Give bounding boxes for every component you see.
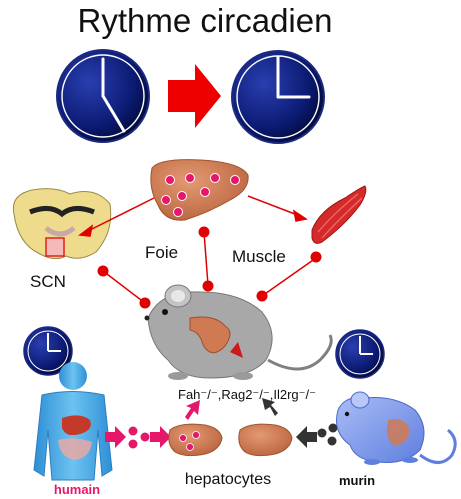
muscle-icon [311,185,367,244]
clock-icon [23,326,73,376]
connector-lines [78,195,317,304]
red-dots [97,226,322,309]
human-label: humain [54,482,100,497]
mouse-icon [336,391,457,465]
human-arrows [105,400,200,449]
liver-label: Foie [145,243,178,262]
brain-icon [12,188,112,260]
murine-label: murin [339,473,375,488]
mouse-icon [144,284,333,380]
liver-icon [150,159,249,221]
diagram-title: Rythme circadien [78,2,333,39]
clock-icon [231,50,325,144]
genotype-label: Fah⁻/⁻,Rag2⁻/⁻,Il2rg⁻/⁻ [178,387,316,402]
clock-icon [335,329,385,379]
human-body-icon [33,362,113,481]
liver-icon [238,423,293,457]
scn-label: SCN [30,272,66,291]
clock-icon [56,49,150,143]
big-red-arrow-icon [168,64,221,128]
liver-icon [168,423,223,457]
muscle-label: Muscle [232,247,286,266]
hepatocytes-label: hepatocytes [185,471,271,488]
